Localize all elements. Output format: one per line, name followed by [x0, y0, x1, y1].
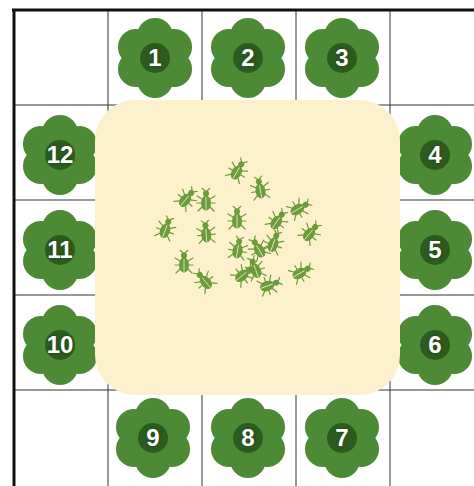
callout-number: 11 [47, 238, 72, 262]
callout-number: 3 [335, 46, 348, 70]
beetle [286, 194, 315, 221]
flower [211, 398, 285, 478]
border-line [13, 9, 16, 486]
beetle [196, 219, 216, 243]
callout-number: 6 [428, 333, 441, 357]
beetle [154, 214, 179, 242]
flower [305, 398, 379, 478]
flower [398, 210, 472, 290]
callout-number: 7 [335, 426, 348, 450]
flowers [23, 18, 472, 478]
beetle [264, 205, 292, 234]
callout-number: 8 [241, 426, 254, 450]
beetles [154, 155, 326, 297]
callout-number: 12 [47, 143, 74, 167]
flower [116, 398, 190, 478]
beetle [230, 259, 259, 288]
flower [398, 305, 472, 385]
beetle [197, 188, 215, 211]
flower [23, 210, 97, 290]
beetle [288, 258, 317, 285]
callout-number: 1 [148, 46, 161, 70]
callout-number: 10 [47, 333, 74, 357]
beetle [228, 206, 246, 229]
beetle [249, 175, 271, 201]
flower [23, 305, 97, 385]
beetle [189, 265, 218, 294]
beetle [225, 155, 252, 184]
beetle [257, 272, 285, 297]
callout-number: 5 [428, 238, 441, 262]
callout-number: 9 [146, 426, 159, 450]
border-line [12, 9, 474, 12]
beetle [262, 228, 287, 256]
soil-patch [95, 100, 400, 395]
callout-number: 2 [241, 46, 254, 70]
flower [305, 18, 379, 98]
flower [23, 115, 97, 195]
flower [211, 18, 285, 98]
beetle [227, 235, 249, 261]
beetle [297, 217, 326, 246]
grid-lines [14, 10, 474, 486]
callout-number: 4 [428, 143, 441, 167]
flower [398, 115, 472, 195]
beetle [175, 250, 193, 273]
flower [118, 18, 192, 98]
beetle [173, 183, 202, 212]
